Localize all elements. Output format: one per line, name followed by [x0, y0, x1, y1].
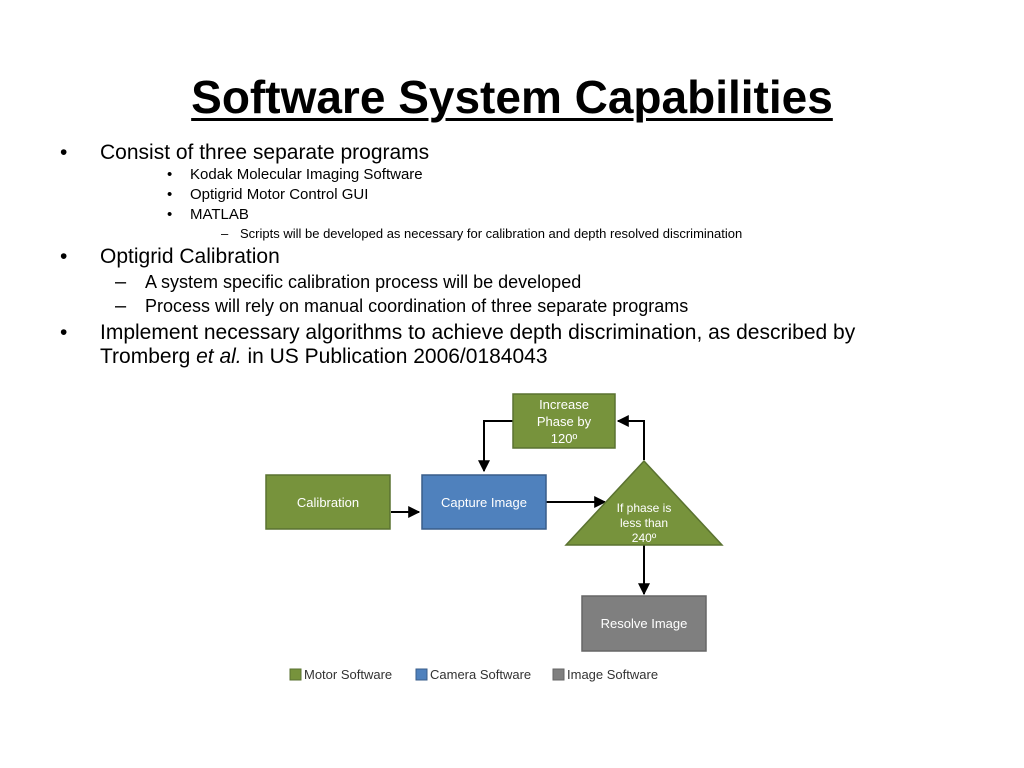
bullet-calibration: Optigrid Calibration — [100, 245, 280, 268]
citation-et-al: et al. — [196, 345, 242, 368]
arrow-decision-to-increase — [616, 415, 645, 460]
slide-title: Software System Capabilities — [191, 71, 833, 123]
node-calibration: Calibration — [265, 474, 391, 530]
bullet-marker: • — [60, 141, 68, 164]
bullet-algorithms-line1: Implement necessary algorithms to achiev… — [100, 321, 856, 344]
node-capture-image-label: Capture Image — [441, 495, 527, 510]
legend-swatch-camera — [415, 668, 428, 681]
node-decision: If phase is less than 240º — [564, 459, 724, 546]
node-decision-label-3: 240º — [632, 531, 657, 545]
sub-bullet-optigrid-gui: Optigrid Motor Control GUI — [190, 186, 369, 203]
bullet-marker: • — [167, 186, 173, 203]
node-decision-label-1: If phase is — [617, 501, 672, 515]
node-increase-label-1: Increase — [539, 397, 589, 412]
node-resolve-image-label: Resolve Image — [601, 616, 688, 631]
dash-marker: – — [115, 295, 127, 317]
sub-bullet-calibration-process: A system specific calibration process wi… — [145, 272, 582, 292]
dash-marker: – — [115, 271, 127, 293]
node-increase-label-2: Phase by — [537, 414, 592, 429]
citation-publication: in US Publication 2006/0184043 — [241, 345, 548, 368]
sub-bullet-matlab: MATLAB — [190, 206, 249, 223]
node-increase-phase: Increase Phase by 120º — [512, 393, 616, 449]
sub-bullet-manual-coordination: Process will rely on manual coordination… — [145, 296, 689, 316]
sub-sub-bullet-scripts: Scripts will be developed as necessary f… — [240, 226, 743, 241]
node-decision-label-2: less than — [620, 516, 668, 530]
bullet-programs: Consist of three separate programs — [100, 141, 430, 164]
bullet-marker: • — [60, 321, 68, 344]
sub-bullet-kodak: Kodak Molecular Imaging Software — [190, 166, 423, 183]
arrow-increase-to-capture — [478, 420, 513, 473]
bullet-algorithms-line2: Tromberg et al. in US Publication 2006/0… — [100, 345, 548, 369]
bullet-marker: • — [167, 166, 173, 183]
node-calibration-label: Calibration — [297, 495, 359, 510]
bullet-marker: • — [60, 245, 68, 268]
node-capture-image: Capture Image — [421, 474, 547, 530]
node-increase-label-3: 120º — [551, 431, 578, 446]
node-resolve-image: Resolve Image — [581, 595, 707, 652]
legend-camera: Camera Software — [430, 667, 531, 682]
legend-motor: Motor Software — [304, 667, 392, 682]
legend-image: Image Software — [567, 667, 658, 682]
citation-author: Tromberg — [100, 345, 197, 368]
bullet-marker: • — [167, 206, 173, 223]
legend-swatch-motor — [289, 668, 302, 681]
legend-swatch-image — [552, 668, 565, 681]
legend: Motor Software Camera Software Image Sof… — [289, 667, 658, 682]
dash-marker: – — [221, 226, 229, 241]
